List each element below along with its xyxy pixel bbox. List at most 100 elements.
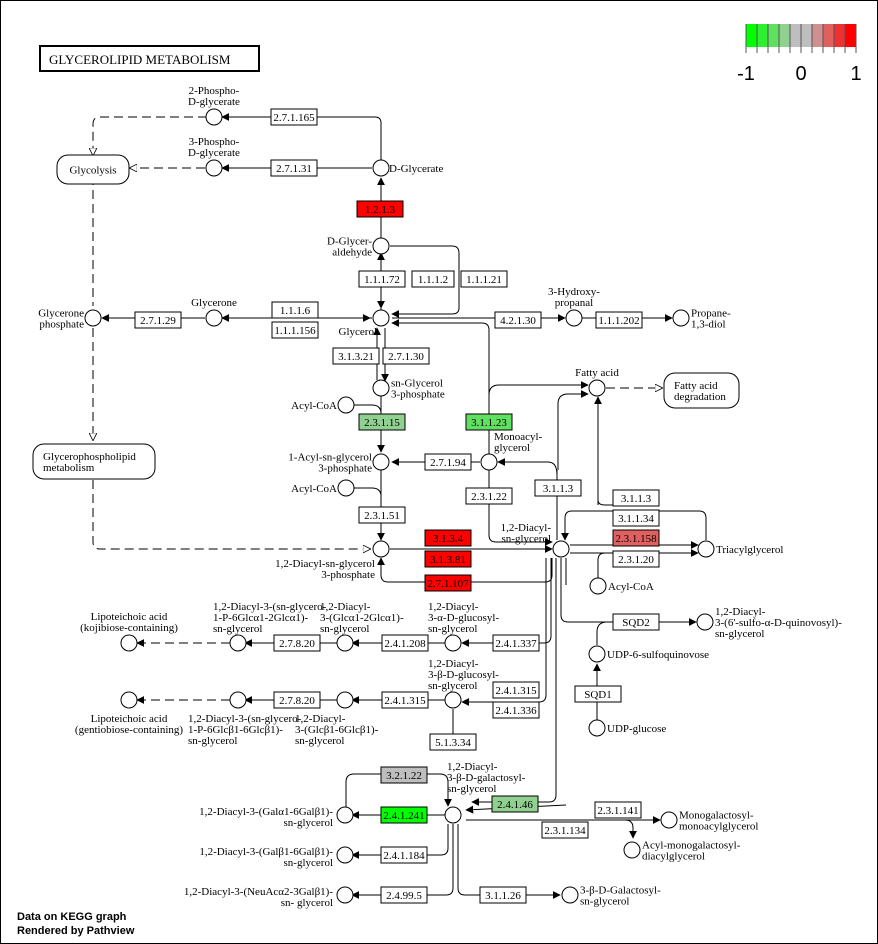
compound-label: Acyl-monogalactosyl- <box>642 840 741 852</box>
compound-mgdg[interactable]: 1,2-Diacyl-3-β-D-galactosyl-sn-glycerol <box>444 761 526 824</box>
compound-label: 1,2-Diacyl- <box>428 658 479 670</box>
compound-dag-glcglc-a[interactable]: 1,2-Diacyl-3-(Glcα1-2Glcα1)-sn-glycerol <box>320 601 404 652</box>
enzyme-2-3-1-158[interactable]: 2.3.1.158 <box>612 529 660 547</box>
enzyme-2-3-1-134[interactable]: 2.3.1.134 <box>541 821 589 839</box>
compound-neuac[interactable]: 1,2-Diacyl-3-(NeuAcα2-3Galβ1)-sn- glycer… <box>184 886 354 909</box>
compound-label: propanal <box>555 297 593 309</box>
compound-2pg[interactable]: 2-Phospho-D-glycerate <box>188 85 240 126</box>
enzyme-3-2-1-22[interactable]: 3.2.1.22 <box>380 766 428 784</box>
compound-acyl-mgdg[interactable]: Acyl-monogalactosyl-diacylglycerol <box>623 840 741 863</box>
compound-dag-glcglc-p[interactable]: 1,2-Diacyl-3-(sn-glycero-1-P-6Glcα1-2Glc… <box>213 601 327 652</box>
compound-lta-gentio[interactable]: Lipoteichoic acid(gentiobiose-containing… <box>75 691 183 736</box>
enzyme-SQD1[interactable]: SQD1 <box>574 685 622 703</box>
compound-acylcoa1[interactable]: Acyl-CoA <box>291 396 355 414</box>
compound-label: Acyl-CoA <box>291 483 337 495</box>
legend-swatch <box>768 24 779 47</box>
compound-3hydroxypropanal[interactable]: 3-Hydroxy-propanal <box>548 286 600 327</box>
enzyme-2-7-1-165[interactable]: 2.7.1.165 <box>270 108 318 126</box>
enzyme-3-1-3-4[interactable]: 3.1.3.4 <box>424 529 472 547</box>
enzyme-2-7-1-107[interactable]: 2.7.1.107 <box>424 574 472 592</box>
enzyme-2-4-1-208[interactable]: 2.4.1.208 <box>381 634 429 652</box>
enzyme-2-3-1-22[interactable]: 2.3.1.22 <box>465 487 513 505</box>
enzyme-label: 2.7.1.107 <box>427 578 469 590</box>
compound-dgdg-b[interactable]: 1,2-Diacyl-3-(Galβ1-6Galβ1)-sn-glycerol <box>199 846 354 869</box>
compound-galglycerol[interactable]: 3-β-D-Galactosyl-sn-glycerol <box>561 885 661 908</box>
compound-acylcoa2[interactable]: Acyl-CoA <box>291 479 355 497</box>
compound-glycerone[interactable]: Glycerone <box>191 297 237 327</box>
compound-dag-glcglc-pb[interactable]: 1,2-Diacyl-3-(sn-glycero-1-P-6Glcβ1-6Glc… <box>188 691 302 747</box>
enzyme-2-7-1-94[interactable]: 2.7.1.94 <box>424 453 472 471</box>
enzyme-1-2-1-3[interactable]: 1.2.1.3 <box>356 200 404 218</box>
enzyme-2-3-1-51[interactable]: 2.3.1.51 <box>358 506 406 524</box>
legend-swatch <box>746 24 757 47</box>
enzyme-3-1-1-3[interactable]: 3.1.1.3 <box>534 479 582 497</box>
enzyme-label: 1.1.1.6 <box>280 305 311 317</box>
compound-label: sn-Glycerol <box>391 378 443 390</box>
enzyme-2-4-1-315[interactable]: 2.4.1.315 <box>492 681 540 699</box>
enzyme-2-7-8-20[interactable]: 2.7.8.20 <box>273 691 321 709</box>
compound-fattyacid[interactable]: Fatty acid <box>575 367 619 397</box>
enzyme-3-1-1-26[interactable]: 3.1.1.26 <box>479 886 527 904</box>
enzyme-2-4-1-315[interactable]: 2.4.1.315 <box>381 691 429 709</box>
compound-monoacylglycerol[interactable]: Monoacyl-glycerol <box>480 431 543 471</box>
compound-propanediol[interactable]: Propane-1,3-diol <box>672 308 731 331</box>
enzyme-2-4-1-337[interactable]: 2.4.1.337 <box>492 634 540 652</box>
enzyme-2-7-8-20[interactable]: 2.7.8.20 <box>273 634 321 652</box>
compound-dglyceraldehyde[interactable]: D-Glycer-aldehyde <box>327 236 390 259</box>
compound-udp-glc[interactable]: UDP-glucose <box>588 719 666 737</box>
enzyme-1-1-1-6[interactable]: 1.1.1.6 <box>271 301 319 319</box>
pathway-link-glycolysis[interactable]: Glycolysis <box>56 154 130 185</box>
enzyme-3-1-3-81[interactable]: 3.1.3.81 <box>424 550 472 568</box>
compound-label: 3-β-D-galactosyl- <box>447 772 526 784</box>
compound-3pg[interactable]: 3-Phospho-D-glycerate <box>188 136 240 177</box>
compound-lta-koji[interactable]: Lipoteichoic acid(kojibiose-containing) <box>80 611 178 652</box>
compound-dag-aglc[interactable]: 1,2-Diacyl-3-α-D-glucosyl-sn-glycerol <box>428 601 499 652</box>
enzyme-3-1-1-3[interactable]: 3.1.1.3 <box>612 489 660 507</box>
compound-dgdg-a[interactable]: 1,2-Diacyl-3-(Galα1-6Galβ1)-sn-glycerol <box>199 806 354 829</box>
compound-dglycerate[interactable]: D-Glycerate <box>372 159 443 177</box>
compound-dag[interactable]: 1,2-Diacyl-sn-glycerol <box>501 522 570 558</box>
compound-mgmg[interactable]: Monogalactosyl-monoacylglycerol <box>660 810 758 833</box>
legend-swatch <box>790 24 801 47</box>
enzyme-3-1-1-23[interactable]: 3.1.1.23 <box>465 413 513 431</box>
compound-udp-sq[interactable]: UDP-6-sulfoquinovose <box>588 645 709 663</box>
enzyme-2-4-1-184[interactable]: 2.4.1.184 <box>380 846 428 864</box>
enzyme-5-1-3-34[interactable]: 5.1.3.34 <box>429 733 477 751</box>
enzyme-2-7-1-30[interactable]: 2.7.1.30 <box>382 347 430 365</box>
enzyme-1-1-1-72[interactable]: 1.1.1.72 <box>358 270 406 288</box>
compound-acylcoa3[interactable]: Acyl-CoA <box>589 577 654 595</box>
enzyme-1-1-1-2[interactable]: 1.1.1.2 <box>411 270 455 288</box>
enzyme-3-1-1-34[interactable]: 3.1.1.34 <box>612 509 660 527</box>
enzyme-2-4-99-5[interactable]: 2.4.99.5 <box>380 886 428 904</box>
enzyme-4-2-1-30[interactable]: 4.2.1.30 <box>494 311 542 329</box>
compound-glycerol[interactable]: Glycerol <box>339 309 390 338</box>
enzyme-2-7-1-29[interactable]: 2.7.1.29 <box>134 311 182 329</box>
enzyme-2-4-1-336[interactable]: 2.4.1.336 <box>492 701 540 719</box>
compound-dag-bglc[interactable]: 1,2-Diacyl-3-β-D-glucosyl-sn-glycerol <box>428 658 499 709</box>
compound-dag-glcglc-b[interactable]: 1,2-Diacyl-3-(Glcβ1-6Glcβ1)-sn-glycerol <box>295 691 379 747</box>
enzyme-SQD2[interactable]: SQD2 <box>612 613 660 631</box>
enzyme-1-1-1-156[interactable]: 1.1.1.156 <box>271 321 319 339</box>
enzyme-2-4-1-46[interactable]: 2.4.1.46 <box>491 795 539 813</box>
enzyme-1-1-1-202[interactable]: 1.1.1.202 <box>595 311 643 329</box>
enzyme-2-7-1-31[interactable]: 2.7.1.31 <box>270 159 318 177</box>
enzyme-3-1-3-21[interactable]: 3.1.3.21 <box>332 347 380 365</box>
compound-sqdg[interactable]: 1,2-Diacyl-3-(6'-sulfo-α-D-quinovosyl)-s… <box>696 606 842 640</box>
enzyme-2-3-1-20[interactable]: 2.3.1.20 <box>612 550 660 568</box>
enzyme-2-3-1-141[interactable]: 2.3.1.141 <box>594 801 642 819</box>
compound-label: Glycerone <box>38 308 84 320</box>
enzyme-2-3-1-15[interactable]: 2.3.1.15 <box>358 413 406 431</box>
compound-tag[interactable]: Triacylglycerol <box>697 540 783 558</box>
compound-label: 1,2-Diacyl- <box>447 761 498 773</box>
enzyme-label: 2.4.1.315 <box>495 685 537 697</box>
compound-label: Monogalactosyl- <box>679 810 754 822</box>
enzyme-2-4-1-241[interactable]: 2.4.1.241 <box>380 806 428 824</box>
enzyme-1-1-1-21[interactable]: 1.1.1.21 <box>460 270 508 288</box>
enzyme-label: SQD2 <box>622 617 650 629</box>
